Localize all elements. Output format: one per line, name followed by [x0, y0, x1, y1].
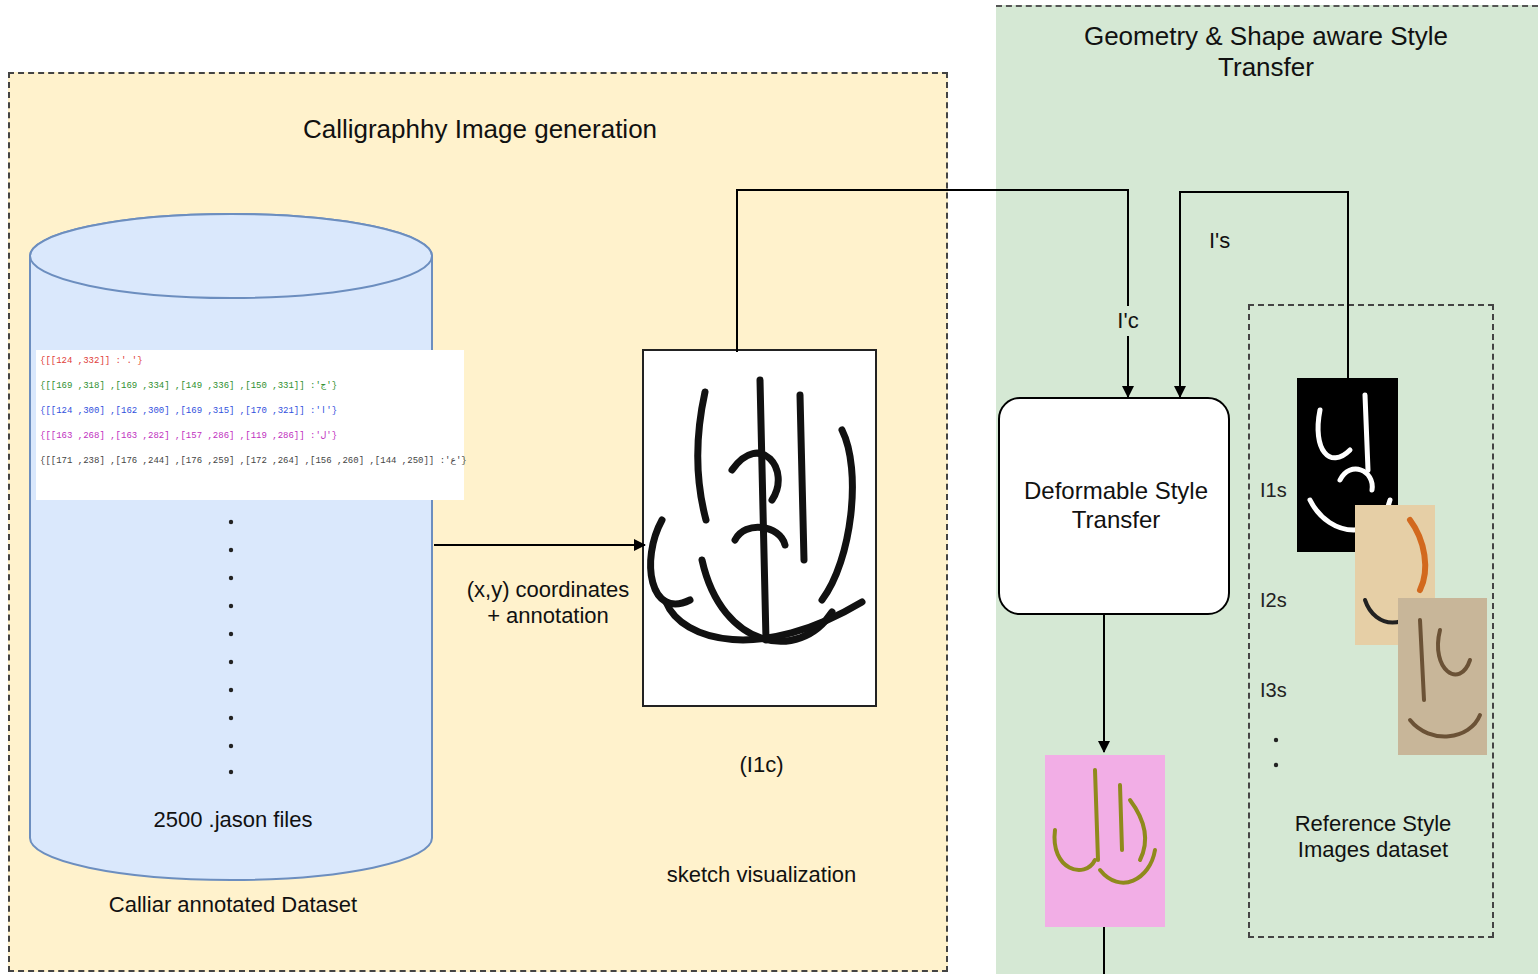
panel-title: Calligraphhy Image generation [10, 114, 950, 145]
panel-title: Geometry & Shape aware Style Transfer [1056, 21, 1476, 83]
json-line: {[[163 ,268] ,[163 ,282] ,[157 ,286] ,[1… [40, 431, 337, 442]
output-calligraphy [1055, 770, 1155, 883]
dataset-cylinder [30, 214, 432, 880]
json-line: {[[169 ,318] ,[169 ,334] ,[149 ,336] ,[1… [40, 381, 337, 392]
json-line: {[[171 ,238] ,[176 ,244] ,[176 ,259] ,[1… [40, 456, 467, 467]
json-panel [36, 350, 464, 500]
node-text: 2500 .jason files [32, 807, 434, 833]
edge-label: (x,y) coordinates + annotation [455, 575, 641, 632]
node-text: (I1c) [625, 752, 898, 778]
style-calligraphy-beige [1410, 620, 1480, 736]
node-text: sketch visualization [595, 862, 928, 888]
node-text: Reference Style Images dataset [1273, 811, 1473, 864]
edge-label: I's [1206, 226, 1233, 256]
edge-label: I'c [1114, 306, 1141, 336]
connector [434, 544, 645, 546]
json-line: {[[124 ,300] ,[162 ,300] ,[169 ,315] ,[1… [40, 406, 337, 417]
style-image-link [1347, 302, 1349, 378]
sketch-image [643, 350, 876, 706]
node-text: Deformable Style Transfer [1010, 477, 1222, 535]
output-arrow [1103, 613, 1105, 752]
style-image-label: I2s [1260, 588, 1287, 612]
style-image-label: I3s [1260, 678, 1287, 702]
process-box: Deformable Style Transfer [998, 397, 1230, 615]
style-image-label: I1s [1260, 478, 1287, 502]
style-image-beige [1398, 598, 1487, 755]
output-image [1045, 755, 1165, 927]
cylinder-lid [30, 214, 432, 298]
node-text: Calliar annotated Dataset [32, 892, 434, 918]
ellipsis-dots [229, 520, 233, 774]
output-continuation [1103, 927, 1105, 974]
sketch-calligraphy [651, 380, 862, 641]
json-line: {[[124 ,332]] :'.'} [40, 356, 143, 367]
